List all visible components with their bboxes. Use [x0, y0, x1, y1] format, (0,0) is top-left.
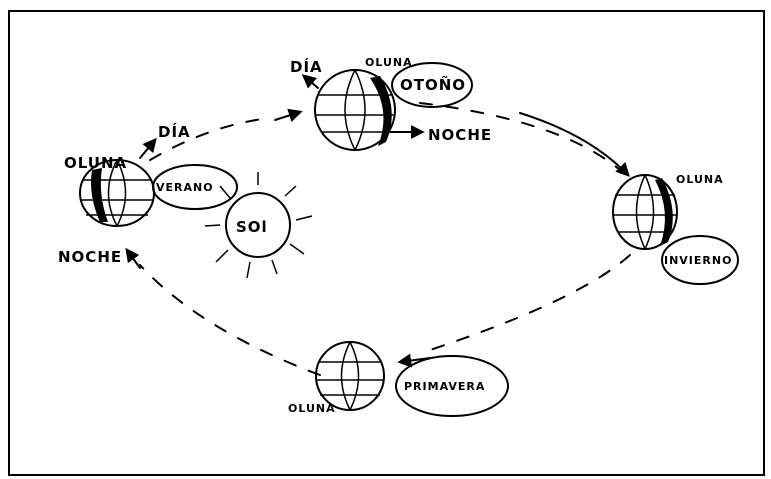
earth-bottom-icon [315, 341, 385, 411]
top-dia-label: DÍA [290, 57, 323, 76]
orbit-arrow-right [519, 112, 630, 178]
top-luna-label: OLUNA. [365, 56, 418, 69]
sun-label: SOl [236, 218, 268, 236]
left-season-label: VERANO [156, 181, 214, 194]
right-season-label: INVIERNO [664, 254, 732, 267]
diagram-frame [8, 10, 765, 476]
top-noche-label: NOCHE [428, 126, 492, 144]
orbit-arrow-top [274, 108, 303, 123]
bottom-season-bubble [395, 355, 509, 417]
sun-icon [204, 172, 313, 279]
earth-top-icon [314, 69, 396, 151]
left-dia-label: DÍA [158, 122, 191, 141]
orbit-path [139, 102, 631, 376]
right-luna-label: OLUNA [676, 173, 724, 186]
left-season-bubble [152, 164, 238, 210]
bottom-season-label: PRIMAVERA [404, 380, 485, 393]
orbit-arrow-left [125, 247, 141, 269]
top-dia-arrow [301, 74, 319, 89]
right-season-bubble [661, 235, 739, 285]
left-dia-arrow [139, 137, 157, 159]
left-luna-label: OLUNA [64, 154, 127, 172]
top-season-bubble [391, 62, 473, 108]
top-season-label: OTOÑO [400, 75, 466, 94]
bottom-luna-label: OLUNA [288, 402, 336, 415]
left-noche-label: NOCHE [58, 248, 122, 266]
earth-right-icon [612, 174, 678, 250]
